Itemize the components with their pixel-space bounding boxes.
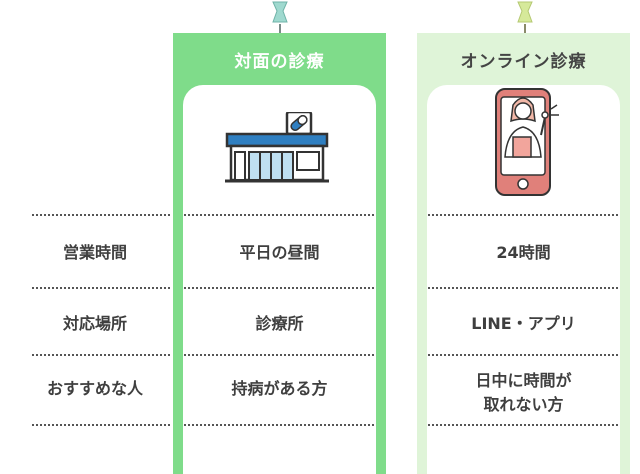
online-location-value: LINE・アプリ [471,314,576,333]
row-label-location: 対応場所 [62,314,127,333]
face-to-face-title: 対面の診療 [234,52,325,72]
row-divider [184,424,374,426]
row-divider [32,214,170,216]
row-divider [32,354,170,356]
row-divider [184,354,374,356]
row-divider [32,287,170,289]
row-divider [184,287,374,289]
clinic-building-icon [225,112,329,183]
row-label-recommended: おすすめな人 [46,379,143,398]
row-divider [32,424,170,426]
online-hours-value: 24時間 [496,243,551,262]
online-recommended-line1: 日中に時間が [475,371,572,390]
doctor-on-phone-icon [495,88,559,196]
online-recommended-line2: 取れない方 [483,395,564,414]
row-divider [428,354,618,356]
pushpin-icon [272,1,288,34]
online-title: オンライン診療 [460,52,587,72]
face-recommended-value: 持病がある方 [231,379,328,398]
face-location-value: 診療所 [255,314,304,333]
row-divider [428,214,618,216]
row-divider [428,287,618,289]
row-label-hours: 営業時間 [62,243,127,262]
online-column: オンライン診療 [417,33,630,474]
face-hours-value: 平日の昼間 [239,243,320,262]
row-divider [428,424,618,426]
row-divider [184,214,374,216]
pushpin-icon [517,1,533,34]
